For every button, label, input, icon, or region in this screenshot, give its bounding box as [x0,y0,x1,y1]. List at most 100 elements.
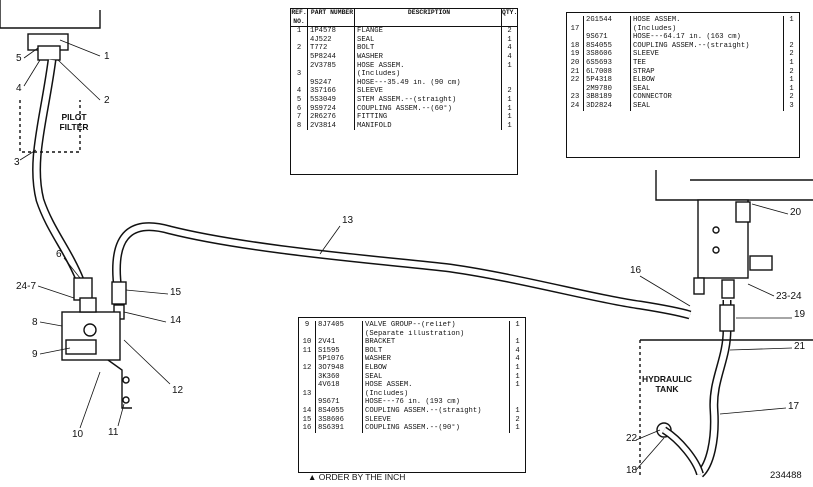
description-cell: SEAL [631,84,784,94]
ref-cell: 5 [291,95,308,105]
qty-cell: 4 [515,346,520,355]
part-number-cell [308,70,355,79]
ref-cell [299,398,316,407]
ref-cell: 6 [291,104,308,114]
part-number-cell: 2R6276 [308,113,355,122]
qty-cell: 2 [789,50,794,59]
qty-cell: 1 [515,321,520,329]
callout-23-24: 23-24 [776,291,802,302]
qty-cell: 1 [515,338,520,347]
description-cell: SEAL [355,35,502,45]
part-number-cell: 3K360 [316,372,363,382]
qty-cell: 1 [507,104,512,113]
qty-cell: 2 [789,41,794,50]
description-cell: HOSE ASSEM. [631,16,784,25]
ref-cell [299,381,316,390]
part-number-cell: 3S7166 [308,87,355,96]
callout-16: 16 [630,265,642,276]
callout-4: 4 [16,83,22,94]
qty-cell: 2 [789,67,794,76]
part-number-cell: 8S4055 [316,406,363,416]
part-number-cell: 8S4055 [584,41,631,51]
description-cell: BOLT [363,346,510,356]
description-cell: STRAP [631,67,784,77]
ref-cell: 9 [299,321,316,330]
part-number-cell: 4V618 [316,381,363,390]
qty-cell: 4 [507,44,512,53]
ref-cell: 15 [299,415,316,425]
qty-cell: 1 [515,372,520,381]
part-number-cell: 2V3814 [308,121,355,131]
qty-cell: 1 [789,16,794,24]
ref-cell: 3 [291,70,308,79]
part-number-cell: 9S9724 [308,104,355,114]
part-number-cell: 8S6391 [316,424,363,433]
ref-cell: 18 [567,41,584,51]
part-number-cell: 1P4578 [308,27,355,36]
part-number-cell [584,24,631,34]
ref-cell: 22 [567,76,584,85]
part-number-cell: 2V3785 [308,61,355,71]
ref-cell [299,355,316,364]
qty-cell: 3 [789,101,794,110]
callout-6: 6 [56,249,62,260]
qty-cell: 1 [515,363,520,372]
qty-cell: 1 [507,35,512,44]
description-cell: (Includes) [355,70,502,79]
callout-13: 13 [342,215,354,226]
ref-cell [299,372,316,382]
part-number-cell: 2M9780 [584,84,631,94]
table-row: 17(Includes) [567,24,799,34]
ref-cell [291,61,308,71]
table-header: REF. NO. PART NUMBER DESCRIPTION QTY. [291,9,517,28]
ref-cell: 20 [567,58,584,68]
qty-cell [510,398,525,407]
part-number-cell: 6S5693 [584,58,631,68]
description-cell: WASHER [355,52,502,62]
ref-cell [299,329,316,339]
order-by-inch-note: ▲ ORDER BY THE INCH [308,472,406,482]
description-cell: ELBOW [363,363,510,373]
table-row: 3 (Includes) [291,70,517,79]
description-cell: HOSE ASSEM. [355,61,502,71]
ref-cell [291,52,308,62]
qty-cell [502,70,517,79]
qty-cell [510,330,525,339]
qty-cell [784,33,799,42]
part-number-cell: 2V41 [316,338,363,347]
qty-cell: 1 [789,58,794,67]
description-cell: HOSE ASSEM. [363,381,510,390]
table-row: (Separate illustration) [299,329,525,339]
qty-cell: 1 [515,406,520,415]
ref-cell: 16 [299,424,316,433]
part-number-cell: 9S671 [584,33,631,42]
description-cell: COUPLING ASSEM.--(straight) [631,41,784,51]
part-number-cell: 5P4318 [584,76,631,85]
description-cell: SLEEVE [631,50,784,59]
description-cell: MANIFOLD [355,121,502,131]
callout-21: 21 [794,341,806,352]
description-cell: VALVE GROUP--(relief) [363,321,510,330]
callout-11: 11 [108,427,119,438]
part-number-cell: 5S3049 [308,95,355,105]
qty-cell [502,79,517,88]
qty-cell: 2 [507,87,512,96]
callout-12: 12 [172,385,184,396]
